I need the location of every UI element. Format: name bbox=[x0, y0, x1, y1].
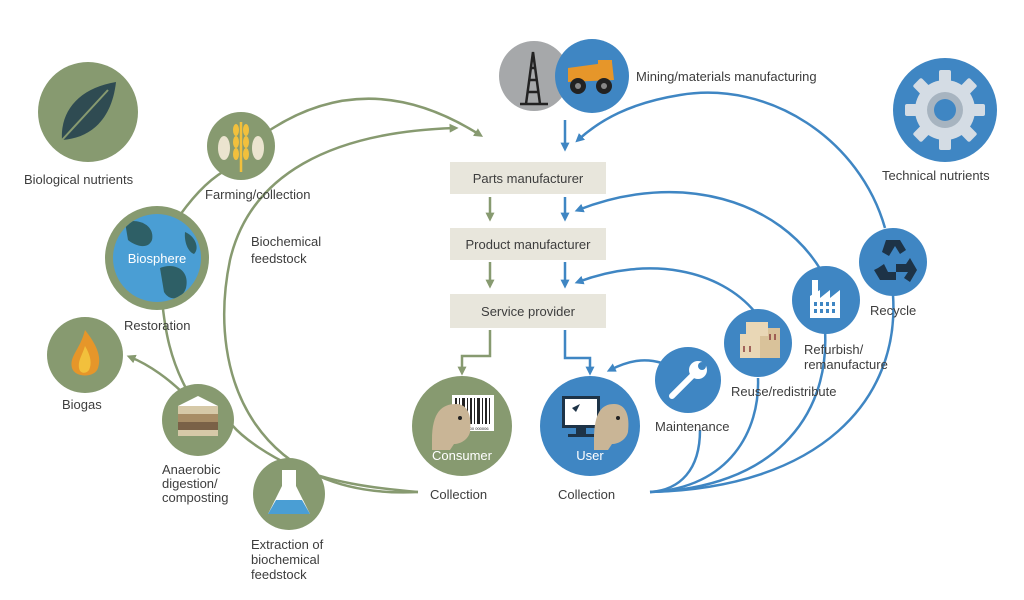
reuse-node bbox=[724, 309, 792, 377]
maintenance-node bbox=[655, 347, 721, 413]
consumer-barcode-icon: 9 780000 000006 bbox=[432, 395, 494, 450]
extraction-node bbox=[253, 458, 325, 530]
refurbish-label: Refurbish/ remanufacture bbox=[804, 342, 888, 372]
globe-icon bbox=[125, 220, 197, 299]
technical-flows bbox=[560, 91, 895, 494]
gear-icon bbox=[905, 70, 985, 150]
flow-reuse-to-service bbox=[574, 267, 756, 313]
flow-collection-to-refurbish bbox=[649, 329, 827, 494]
user-label: User bbox=[576, 448, 604, 463]
recycle-label: Recycle bbox=[870, 303, 917, 318]
collection-right-label: Collection bbox=[558, 487, 616, 502]
extraction-label: Extraction of biochemical feedstock bbox=[251, 537, 324, 582]
soil-layers-icon bbox=[178, 396, 218, 436]
biochemical-feedstock-label: Biochemical feedstock bbox=[251, 234, 322, 266]
collection-left-label: Collection bbox=[430, 487, 488, 502]
factory-icon bbox=[810, 280, 840, 318]
maintenance-label: Maintenance bbox=[655, 419, 730, 434]
biological-nutrients-node bbox=[38, 62, 138, 162]
restoration-label: Restoration bbox=[124, 318, 191, 333]
biogas-label: Biogas bbox=[62, 397, 102, 412]
flow-farming-to-parts bbox=[269, 97, 484, 137]
biosphere-node bbox=[105, 206, 209, 310]
flow-collection-to-reuse bbox=[649, 377, 760, 494]
user-node bbox=[540, 376, 640, 476]
flow-maintenance-to-user bbox=[606, 359, 663, 372]
flame-icon bbox=[71, 330, 100, 376]
flow-service-to-user bbox=[563, 330, 595, 376]
flask-icon bbox=[268, 470, 310, 514]
consumer-label: Consumer bbox=[432, 448, 492, 463]
user-computer-icon bbox=[562, 396, 629, 450]
flow-collection-to-recycle bbox=[649, 294, 895, 494]
consumer-node: 9 780000 000006 bbox=[412, 376, 512, 476]
leaf-icon bbox=[61, 82, 116, 141]
mining-node bbox=[499, 39, 629, 113]
farming-node bbox=[207, 112, 275, 180]
technical-nutrients-node bbox=[893, 58, 997, 162]
product-manufacturer-box: Product manufacturer bbox=[450, 228, 606, 260]
biological-nutrients-label: Biological nutrients bbox=[24, 172, 134, 187]
boxes-icon bbox=[740, 322, 780, 358]
technical-nutrients-label: Technical nutrients bbox=[882, 168, 990, 183]
flow-refurbish-to-product bbox=[574, 191, 824, 273]
reuse-label: Reuse/redistribute bbox=[731, 384, 837, 399]
biosphere-label: Biosphere bbox=[127, 251, 187, 266]
mining-label: Mining/materials manufacturing bbox=[636, 69, 817, 84]
flow-anaerobic-to-biogas bbox=[126, 354, 186, 396]
parts-manufacturer-box: Parts manufacturer bbox=[450, 162, 606, 194]
anaerobic-label: Anaerobic digestion/ composting bbox=[162, 462, 229, 505]
wrench-icon bbox=[669, 361, 707, 399]
service-provider-box: Service provider bbox=[450, 294, 606, 328]
flow-service-to-consumer bbox=[457, 330, 492, 376]
mining-truck-icon bbox=[568, 60, 614, 94]
oil-derrick-icon bbox=[520, 51, 548, 106]
farming-label: Farming/collection bbox=[205, 187, 311, 202]
barcode-number: 9 780000 000006 bbox=[457, 426, 489, 431]
refurbish-node bbox=[792, 266, 860, 334]
recycle-icon bbox=[874, 240, 917, 282]
anaerobic-node bbox=[162, 384, 234, 456]
biogas-node bbox=[47, 317, 123, 393]
recycle-node bbox=[859, 228, 927, 296]
wheat-fish-icon bbox=[218, 122, 264, 172]
flow-recycle-to-parts bbox=[575, 91, 887, 229]
